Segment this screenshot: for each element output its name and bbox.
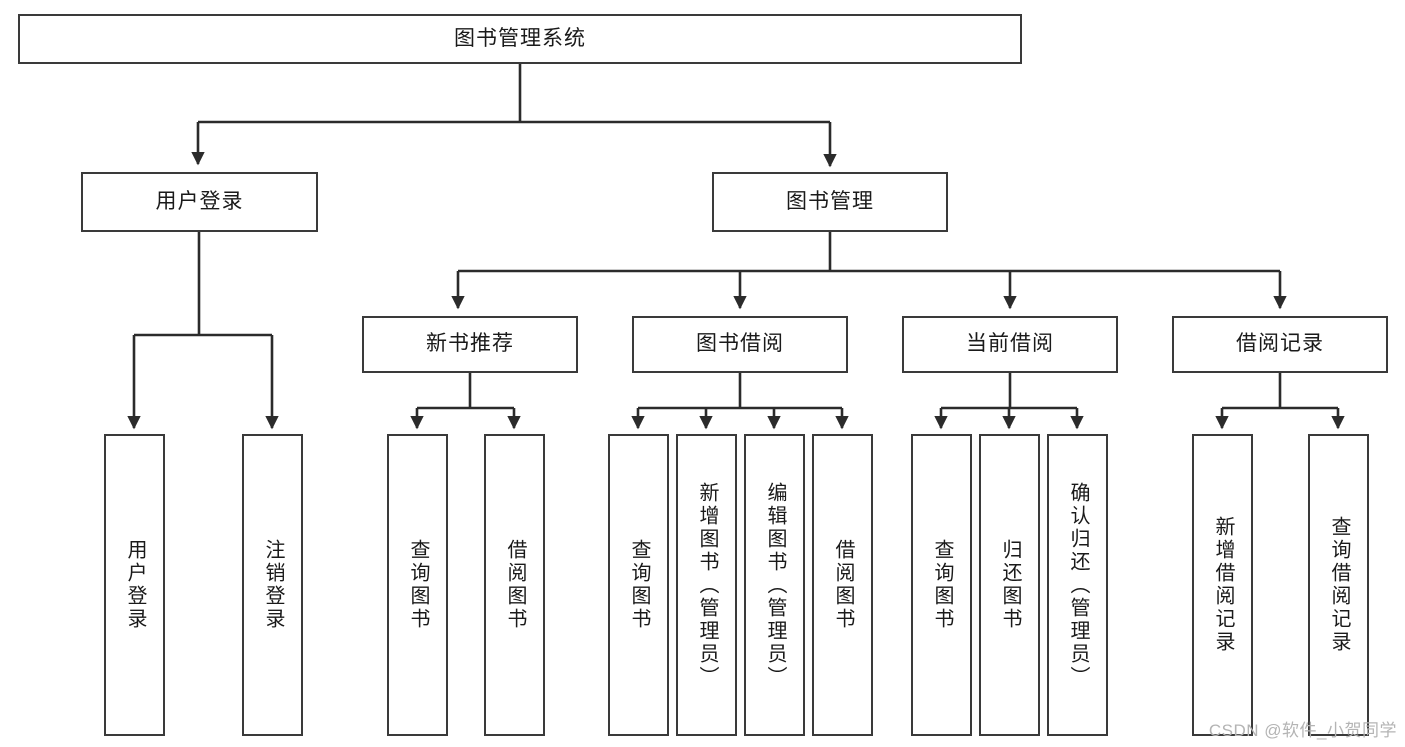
node-leaf-confirm-return-label: 确认归还（管理员） [1067, 481, 1089, 689]
node-leaf-return-book-label: 归还图书 [999, 539, 1021, 631]
node-new-book-recommend-label: 新书推荐 [426, 332, 514, 356]
node-leaf-add-book-label: 新增图书（管理员） [696, 481, 718, 689]
node-leaf-query-book-3-label: 查询图书 [931, 539, 953, 631]
node-leaf-confirm-return[interactable]: 确认归还（管理员） [1047, 434, 1108, 736]
node-user-login-label: 用户登录 [155, 189, 244, 213]
node-current-borrow[interactable]: 当前借阅 [902, 316, 1118, 373]
node-leaf-user-login[interactable]: 用户登录 [104, 434, 165, 736]
node-leaf-query-record[interactable]: 查询借阅记录 [1308, 434, 1369, 736]
node-root-label: 图书管理系统 [454, 26, 586, 50]
node-leaf-borrow-book-2-label: 借阅图书 [832, 539, 854, 631]
node-leaf-query-book-1-label: 查询图书 [407, 539, 429, 631]
node-book-borrow[interactable]: 图书借阅 [632, 316, 848, 373]
node-leaf-add-record[interactable]: 新增借阅记录 [1192, 434, 1253, 736]
watermark: CSDN @软件_小贺同学 [1208, 721, 1397, 740]
node-leaf-user-logout[interactable]: 注销登录 [242, 434, 303, 736]
node-current-borrow-label: 当前借阅 [966, 332, 1054, 356]
node-leaf-query-book-1[interactable]: 查询图书 [387, 434, 448, 736]
node-leaf-borrow-book-1[interactable]: 借阅图书 [484, 434, 545, 736]
node-leaf-edit-book-label: 编辑图书（管理员） [764, 481, 786, 689]
node-leaf-return-book[interactable]: 归还图书 [979, 434, 1040, 736]
node-book-borrow-label: 图书借阅 [696, 332, 784, 356]
node-leaf-add-record-label: 新增借阅记录 [1212, 516, 1234, 654]
node-user-login[interactable]: 用户登录 [81, 172, 318, 232]
node-leaf-add-book[interactable]: 新增图书（管理员） [676, 434, 737, 736]
node-leaf-borrow-book-1-label: 借阅图书 [504, 539, 526, 631]
node-book-manage[interactable]: 图书管理 [712, 172, 948, 232]
node-leaf-user-login-label: 用户登录 [124, 539, 146, 631]
node-leaf-query-record-label: 查询借阅记录 [1328, 516, 1350, 654]
node-root[interactable]: 图书管理系统 [18, 14, 1022, 64]
node-book-manage-label: 图书管理 [786, 189, 874, 213]
node-borrow-record-label: 借阅记录 [1236, 332, 1324, 356]
node-leaf-query-book-3[interactable]: 查询图书 [911, 434, 972, 736]
node-leaf-query-book-2-label: 查询图书 [628, 539, 650, 631]
node-borrow-record[interactable]: 借阅记录 [1172, 316, 1388, 373]
node-leaf-edit-book[interactable]: 编辑图书（管理员） [744, 434, 805, 736]
node-leaf-borrow-book-2[interactable]: 借阅图书 [812, 434, 873, 736]
node-new-book-recommend[interactable]: 新书推荐 [362, 316, 578, 373]
node-leaf-user-logout-label: 注销登录 [262, 539, 284, 631]
node-leaf-query-book-2[interactable]: 查询图书 [608, 434, 669, 736]
